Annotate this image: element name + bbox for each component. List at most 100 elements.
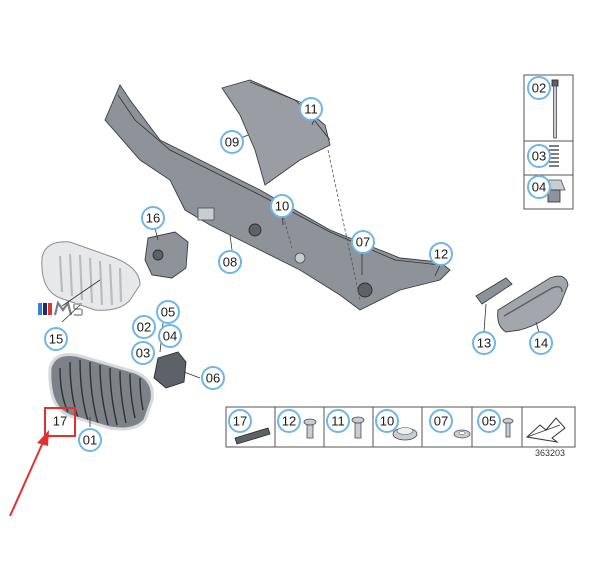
callout-label: 03 xyxy=(136,346,150,361)
callout-c17a: 17 xyxy=(53,414,67,429)
callout-label: 10 xyxy=(275,199,289,214)
callout-label: 02 xyxy=(532,81,546,96)
callout-ring xyxy=(218,250,242,274)
callout-label: 07 xyxy=(434,414,448,429)
legend-clip-12-part xyxy=(303,418,317,439)
direction-arrow-icon xyxy=(525,417,566,443)
callout-label: 04 xyxy=(532,180,546,195)
callout-ring xyxy=(527,76,551,100)
callout-label: 11 xyxy=(304,102,318,117)
callout-label: 10 xyxy=(380,414,394,429)
callout-c15: 15 xyxy=(44,327,68,351)
callout-c09: 09 xyxy=(220,130,244,154)
callout-ring xyxy=(158,324,182,348)
guide-line xyxy=(281,211,293,249)
callout-c07b: 07 xyxy=(429,409,453,433)
callout-ring xyxy=(220,130,244,154)
callout-c12b: 12 xyxy=(277,409,301,433)
legend-grommet-part xyxy=(392,427,418,441)
callout-label: 16 xyxy=(146,211,160,226)
trim-strip-short-part xyxy=(475,277,513,305)
callout-c08: 08 xyxy=(218,250,242,274)
callout-ring xyxy=(277,409,301,433)
callout-c11b: 11 xyxy=(326,409,350,433)
callout-label: 14 xyxy=(534,336,548,351)
callout-c13: 13 xyxy=(472,331,496,355)
callout-ring xyxy=(527,144,551,168)
callout-c10a: 10 xyxy=(270,194,294,218)
callout-c05b: 05 xyxy=(477,409,501,433)
callout-ring xyxy=(472,331,496,355)
legend-foam-pad-part xyxy=(234,427,271,445)
small-bracket-part xyxy=(153,351,187,389)
callout-ring xyxy=(326,409,350,433)
callout-c01: 01 xyxy=(78,428,102,452)
highlight-box xyxy=(44,407,76,437)
legend-clip-11-part xyxy=(351,416,365,439)
callout-ring xyxy=(132,315,156,339)
callout-ring xyxy=(299,97,323,121)
callout-c04a: 04 xyxy=(527,175,551,199)
bracket-part xyxy=(144,231,189,279)
callout-label: 08 xyxy=(223,255,237,270)
callout-c10b: 10 xyxy=(375,409,399,433)
callout-c03a: 03 xyxy=(527,144,551,168)
callout-label: 12 xyxy=(434,247,448,262)
callout-ring xyxy=(429,242,453,266)
callout-c05a: 05 xyxy=(156,300,180,324)
callout-ring xyxy=(228,409,252,433)
callout-ring xyxy=(44,327,68,351)
highlight-arrow xyxy=(9,430,49,517)
callout-ring xyxy=(156,300,180,324)
callout-c11a: 11 xyxy=(299,97,323,121)
callout-ring xyxy=(141,206,165,230)
bolt-part xyxy=(551,79,559,139)
figure-number: 363203 xyxy=(535,448,565,458)
callout-c03b: 03 xyxy=(131,341,155,365)
legend-washer-part xyxy=(453,429,471,439)
legend-dividers xyxy=(274,407,523,447)
callout-c02a: 02 xyxy=(527,76,551,100)
callout-ring xyxy=(429,409,453,433)
grille-chrome-part xyxy=(41,241,141,311)
callout-label: 17 xyxy=(53,414,67,429)
callout-ring xyxy=(477,409,501,433)
trim-strip-long-part xyxy=(497,275,569,333)
callout-ring xyxy=(529,331,553,355)
callout-c04b: 04 xyxy=(158,324,182,348)
callout-label: 13 xyxy=(477,336,491,351)
callout-c17b: 17 xyxy=(228,409,252,433)
callout-ring xyxy=(270,194,294,218)
callout-label: 09 xyxy=(225,135,239,150)
fastener-legend-box xyxy=(225,406,576,448)
callout-c02b: 02 xyxy=(132,315,156,339)
callout-c07a: 07 xyxy=(351,230,375,254)
callout-label: 05 xyxy=(482,414,496,429)
callout-ring xyxy=(131,341,155,365)
callout-c06: 06 xyxy=(201,366,225,390)
guide-line xyxy=(327,149,361,301)
callout-label: 15 xyxy=(49,332,63,347)
callout-label: 02 xyxy=(137,320,151,335)
callout-ring xyxy=(351,230,375,254)
callout-label: 04 xyxy=(163,329,177,344)
callout-c16: 16 xyxy=(141,206,165,230)
callout-ring xyxy=(375,409,399,433)
callout-ring xyxy=(78,428,102,452)
callout-label: 06 xyxy=(206,371,220,386)
callout-c12a: 12 xyxy=(429,242,453,266)
callout-c14: 14 xyxy=(529,331,553,355)
callout-label: 11 xyxy=(331,414,345,429)
callout-label: 17 xyxy=(233,414,247,429)
callout-ring xyxy=(527,175,551,199)
callout-ring xyxy=(201,366,225,390)
callout-label: 01 xyxy=(83,433,97,448)
callout-label: 07 xyxy=(356,235,370,250)
callout-label: 03 xyxy=(532,149,546,164)
spring-part xyxy=(549,145,559,167)
callout-label: 05 xyxy=(161,305,175,320)
callout-label: 12 xyxy=(282,414,296,429)
cover-seal-part xyxy=(221,79,331,186)
m-badge xyxy=(38,300,83,316)
